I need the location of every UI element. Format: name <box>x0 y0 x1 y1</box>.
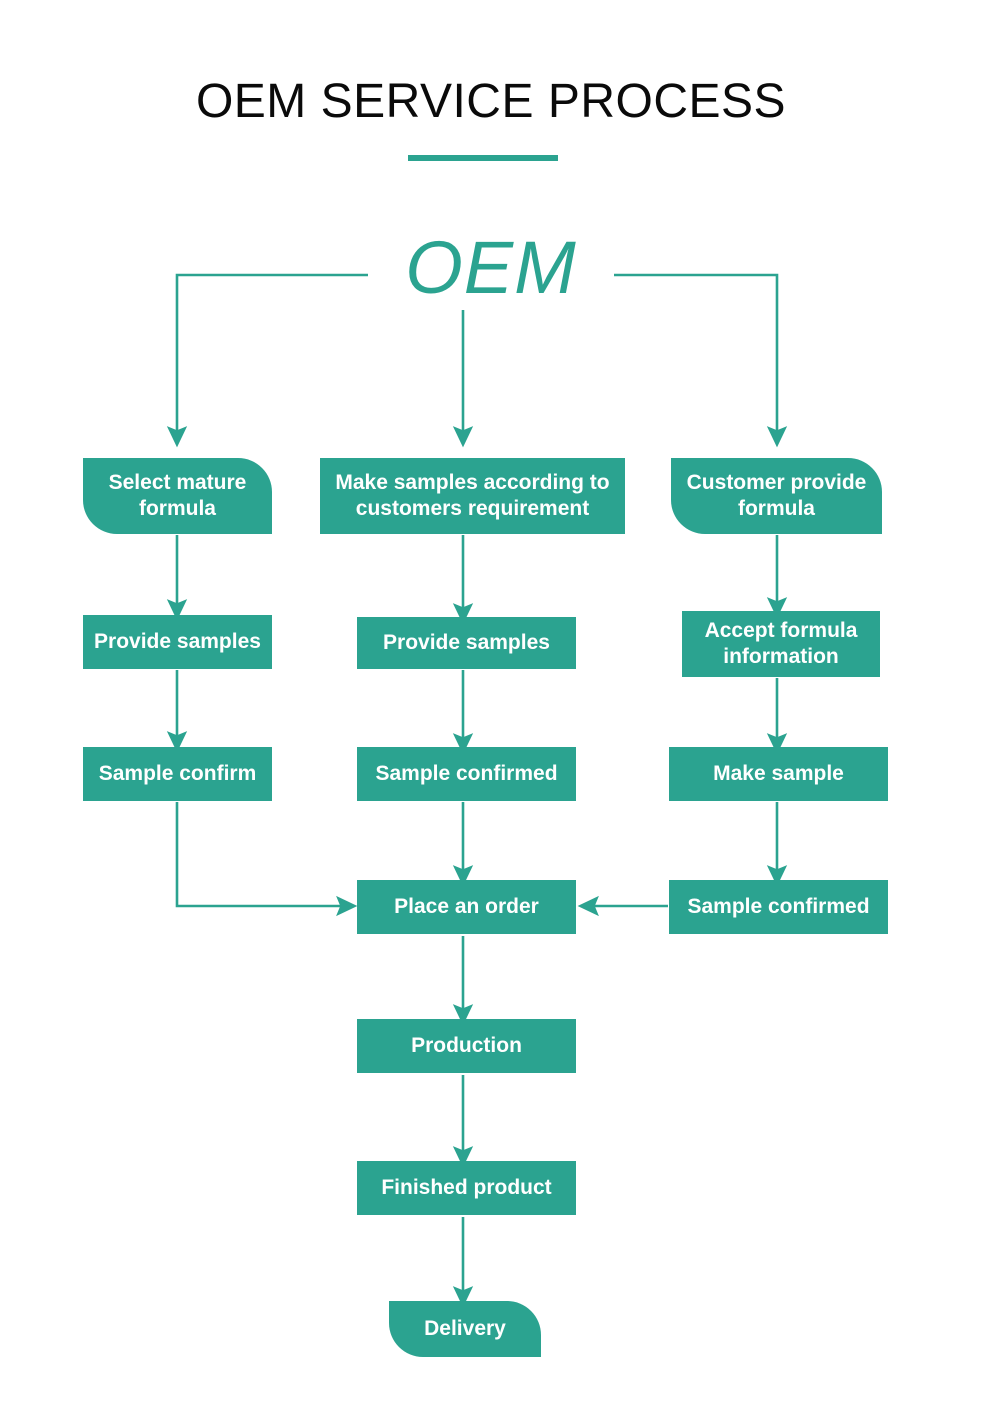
node-select-mature-formula[interactable]: Select mature formula <box>83 458 272 534</box>
node-label: Make samples according to customers requ… <box>335 471 610 520</box>
node-label: Accept formula information <box>704 619 858 668</box>
node-make-sample[interactable]: Make sample <box>669 747 888 801</box>
node-finished-product[interactable]: Finished product <box>357 1161 576 1215</box>
node-label: Delivery <box>424 1317 506 1341</box>
page-title: OEM SERVICE PROCESS <box>195 75 787 128</box>
node-label: Finished product <box>381 1176 552 1200</box>
node-label: Sample confirm <box>98 762 257 786</box>
node-place-an-order[interactable]: Place an order <box>357 880 576 934</box>
node-customer-provide-formula[interactable]: Customer provide formula <box>671 458 882 534</box>
node-mid-provide-samples[interactable]: Provide samples <box>357 617 576 669</box>
node-label: Make sample <box>713 762 844 786</box>
node-label: Provide samples <box>383 631 550 655</box>
node-make-samples-according[interactable]: Make samples according to customers requ… <box>320 458 625 534</box>
title-underline-rule <box>408 155 558 161</box>
node-label: Production <box>411 1034 522 1058</box>
node-label: Customer provide formula <box>686 471 867 520</box>
oem-wordmark: OEM <box>405 226 577 309</box>
node-label: Place an order <box>394 895 539 919</box>
node-label: Select mature formula <box>108 471 247 520</box>
node-delivery[interactable]: Delivery <box>389 1301 541 1357</box>
node-left-provide-samples[interactable]: Provide samples <box>83 615 272 669</box>
node-sample-confirm[interactable]: Sample confirm <box>83 747 272 801</box>
node-mid-sample-confirmed[interactable]: Sample confirmed <box>357 747 576 801</box>
node-label: Sample confirmed <box>375 762 558 786</box>
node-right-sample-confirmed[interactable]: Sample confirmed <box>669 880 888 934</box>
node-production[interactable]: Production <box>357 1019 576 1073</box>
node-accept-formula-information[interactable]: Accept formula information <box>682 611 880 677</box>
node-label: Provide samples <box>94 630 261 654</box>
node-label: Sample confirmed <box>687 895 870 919</box>
